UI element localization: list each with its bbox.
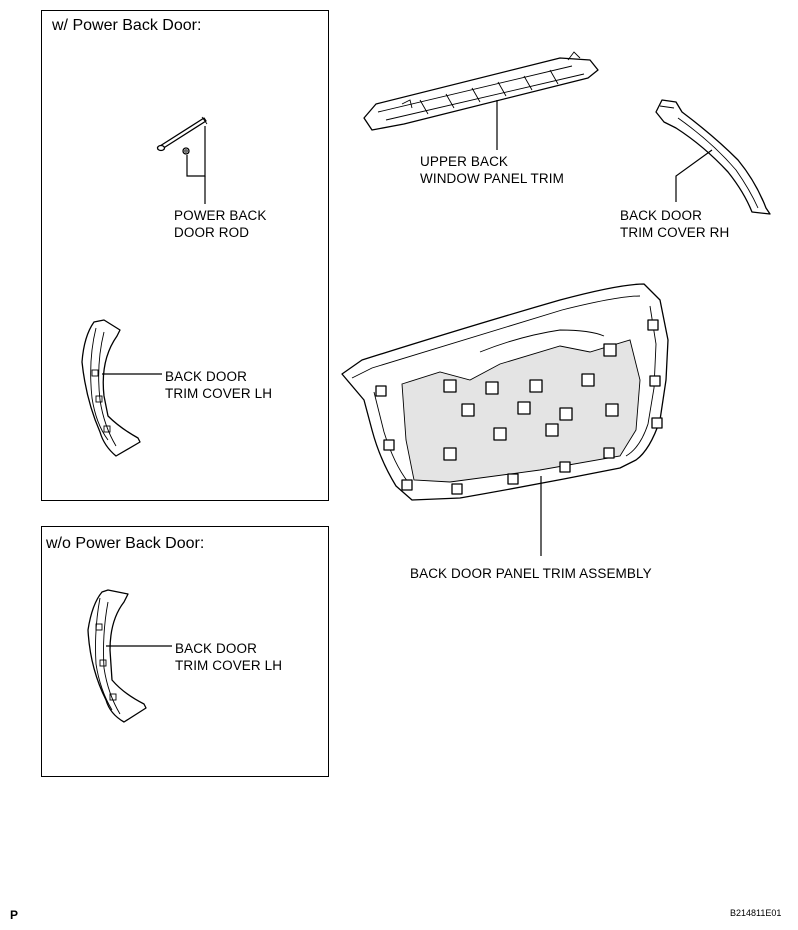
no-power-back-door-box-title: w/o Power Back Door: [46, 535, 205, 552]
back-door-panel-trim-assembly-drawing [341, 283, 669, 556]
trim-cover-lh-power-drawing [81, 319, 162, 457]
label-trim-cover-rh: BACK DOOR TRIM COVER RH [620, 208, 730, 240]
figure-code: B214811E01 [730, 908, 782, 918]
label-trim-cover-lh-nopower: BACK DOOR TRIM COVER LH [175, 641, 283, 673]
upper-back-window-panel-trim-drawing [363, 51, 599, 150]
power-back-door-box-title: w/ Power Back Door: [52, 17, 202, 34]
trim-cover-rh-drawing [655, 99, 771, 215]
label-back-door-panel-trim-assembly: BACK DOOR PANEL TRIM ASSEMBLY [410, 566, 652, 581]
label-power-back-door-rod: POWER BACK DOOR ROD [174, 208, 267, 240]
trim-cover-lh-nopower-drawing [87, 589, 172, 723]
page-marker: P [10, 908, 19, 922]
no-power-back-door-box [41, 526, 329, 777]
label-trim-cover-lh-power: BACK DOOR TRIM COVER LH [165, 369, 273, 401]
power-back-door-rod-drawing [156, 116, 208, 204]
power-back-door-box [41, 10, 329, 501]
label-upper-back-window-panel-trim: UPPER BACK WINDOW PANEL TRIM [420, 154, 564, 186]
